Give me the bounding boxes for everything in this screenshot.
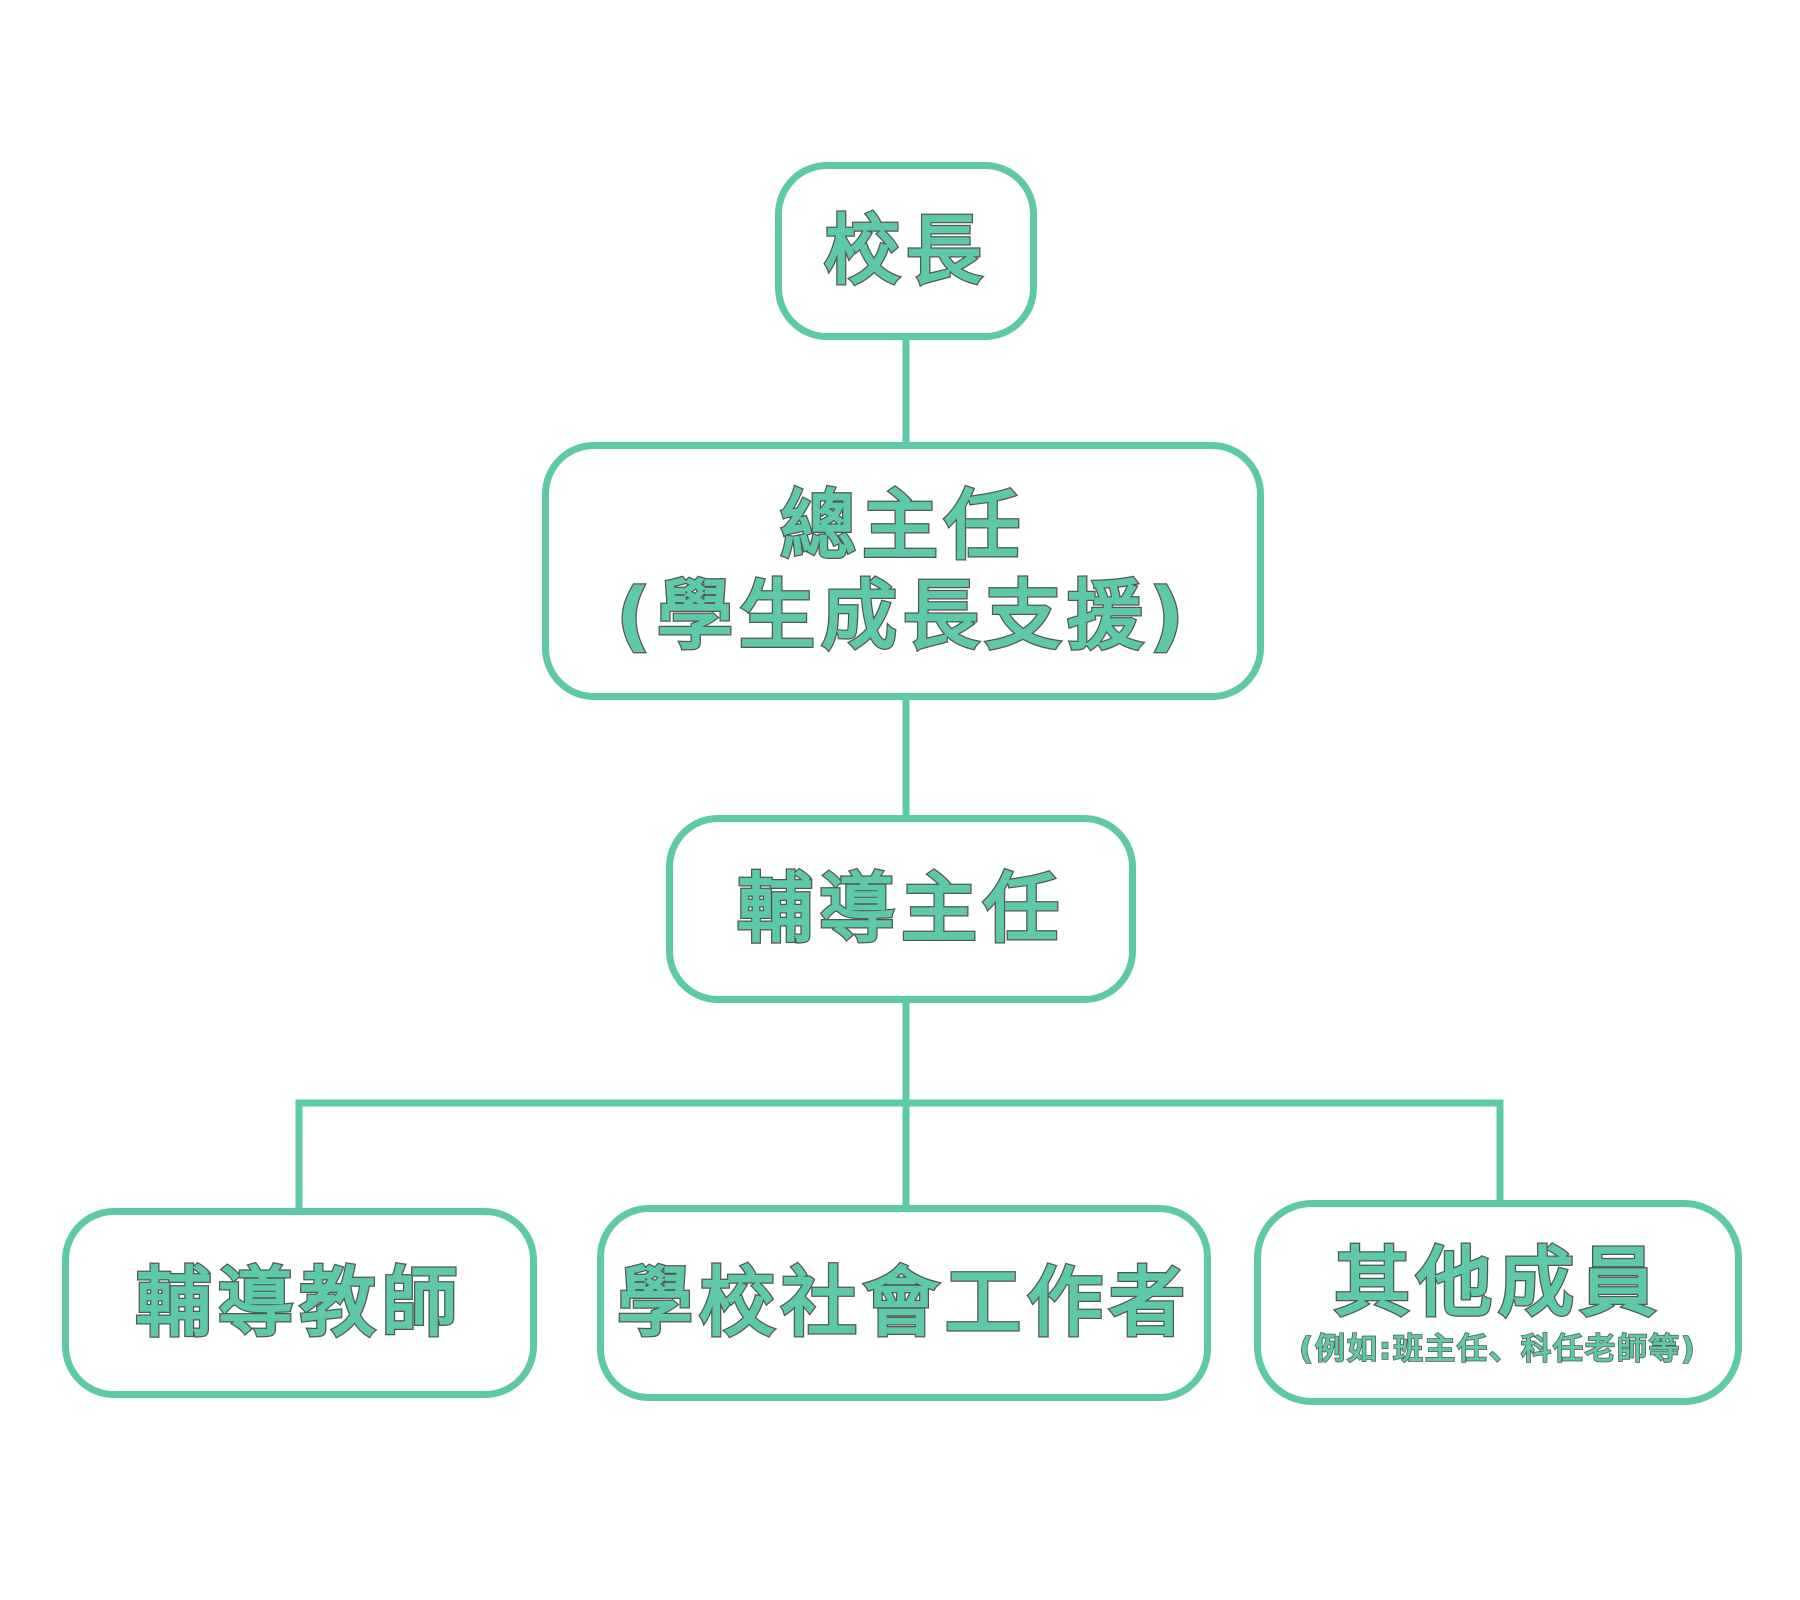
node-general-director-subtitle: (學生成長支援): [615, 570, 1190, 661]
node-school-social-worker: 學校社會工作者: [597, 1205, 1211, 1401]
node-general-director: 總主任 (學生成長支援): [542, 442, 1264, 700]
node-counseling-director: 輔導主任: [666, 815, 1136, 1003]
node-other-members-title: 其他成員: [1333, 1237, 1662, 1328]
node-principal-title: 校長: [823, 205, 988, 296]
node-counseling-teacher-title: 輔導教師: [134, 1257, 464, 1348]
node-other-members: 其他成員 (例如:班主任、科任老師等): [1254, 1200, 1742, 1405]
node-counseling-teacher: 輔導教師: [62, 1208, 537, 1398]
node-general-director-title: 總主任: [779, 480, 1026, 571]
node-principal: 校長: [775, 162, 1037, 340]
node-school-social-worker-title: 學校社會工作者: [616, 1257, 1191, 1348]
node-other-members-note: (例如:班主任、科任老師等): [1299, 1331, 1697, 1368]
node-counseling-director-title: 輔導主任: [736, 863, 1065, 954]
